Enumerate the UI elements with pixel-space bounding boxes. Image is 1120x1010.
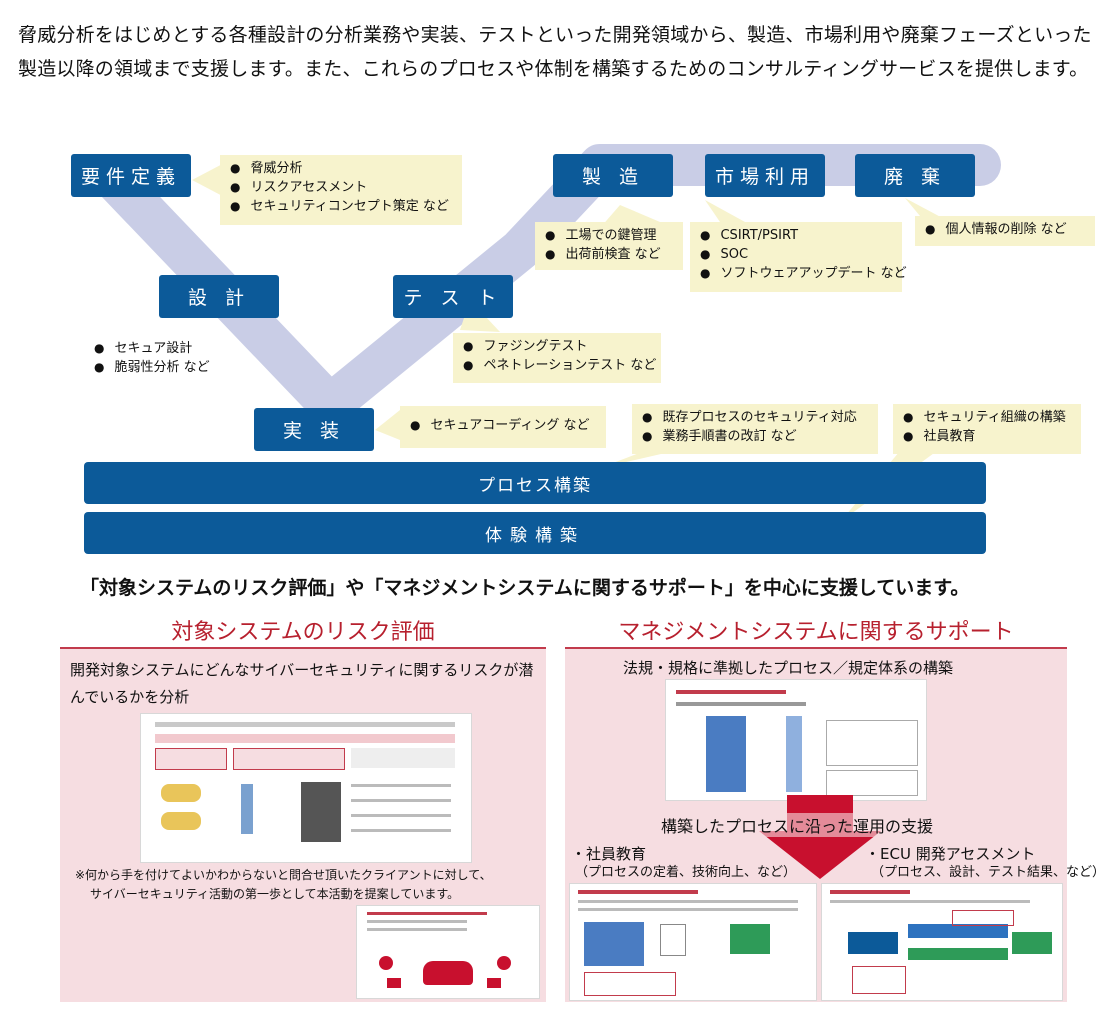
left-panel: 開発対象システムにどんなサイバーセキュリティに関するリスクが潜んでいるかを分析 … <box>60 647 546 1002</box>
note-item: CSIRT/PSIRT <box>700 226 892 245</box>
presentation-icon <box>730 924 770 954</box>
right-panel-arrow-label: 構築したプロセスに沿った運用の支援 <box>661 813 934 837</box>
right-panel-title: マネジメントシステムに関するサポート <box>618 620 1014 645</box>
car-icon <box>423 961 473 985</box>
note-item: セキュリティコンセプト策定 など <box>230 197 452 216</box>
callout-tail-market <box>705 200 745 222</box>
headline: 「対象システムのリスク評価」や「マネジメントシステムに関するサポート」を中心に支… <box>80 577 970 599</box>
note-item: 業務手順書の改訂 など <box>642 427 868 446</box>
note-item: SOC <box>700 245 892 264</box>
right-right-sub-detail: （プロセス、設計、テスト結果、など） <box>871 865 1106 880</box>
left-panel-footnote-2: サイバーセキュリティ活動の第一歩として本活動を提案しています。 <box>90 887 460 901</box>
note-item: セキュアコーディング など <box>410 416 596 435</box>
note-disposal: 個人情報の削除 など <box>915 216 1095 246</box>
note-organization: セキュリティ組織の構築 社員教育 <box>893 404 1081 454</box>
note-item: 既存プロセスのセキュリティ対応 <box>642 408 868 427</box>
right-left-sub-detail: （プロセスの定着、技術向上、など） <box>575 865 797 880</box>
education-thumbnail <box>569 883 817 1001</box>
document-icon <box>660 924 686 956</box>
phase-requirements: 要件定義 <box>71 154 191 197</box>
tara-document-thumbnail <box>140 713 472 863</box>
note-item: 脅威分析 <box>230 159 452 178</box>
note-item: 個人情報の削除 など <box>925 220 1085 239</box>
car-icon <box>161 784 201 802</box>
callout-tail-implementation <box>375 410 400 440</box>
left-panel-description: 開発対象システムにどんなサイバーセキュリティに関するリスクが潜んでいるかを分析 <box>70 661 534 706</box>
phase-market: 市場利用 <box>705 154 825 197</box>
note-item: 社員教育 <box>903 427 1071 446</box>
note-item: 工場での鍵管理 <box>545 226 673 245</box>
note-test: ファジングテスト ペネトレーションテスト など <box>453 333 661 383</box>
left-panel-title: 対象システムのリスク評価 <box>171 620 435 645</box>
phase-manufacturing: 製 造 <box>553 154 673 197</box>
phase-implementation: 実 装 <box>254 408 374 451</box>
note-item: ファジングテスト <box>463 337 651 356</box>
note-requirements: 脅威分析 リスクアセスメント セキュリティコンセプト策定 など <box>220 155 462 225</box>
intro-text: 脅威分析をはじめとする各種設計の分析業務や実装、テストといった開発領域から、製造… <box>18 24 1092 80</box>
note-item: リスクアセスメント <box>230 178 452 197</box>
note-manufacturing: 工場での鍵管理 出荷前検査 など <box>535 222 683 270</box>
note-item: 出荷前検査 など <box>545 245 673 264</box>
phase-test: テ ス ト <box>393 275 513 318</box>
note-implementation: セキュアコーディング など <box>400 406 606 448</box>
phase-design: 設 計 <box>159 275 279 318</box>
right-panel-top-label: 法規・規格に準拠したプロセス／規定体系の構築 <box>623 659 954 677</box>
bar-organization: 体験構築 <box>84 512 986 554</box>
car-icon <box>161 812 201 830</box>
right-right-sub-title: ・ECU 開発アセスメント <box>865 845 1036 863</box>
note-item: セキュリティ組織の構築 <box>903 408 1071 427</box>
right-panel: 法規・規格に準拠したプロセス／規定体系の構築 構築したプロセスに沿った運用の支援… <box>565 647 1105 1002</box>
note-process: 既存プロセスのセキュリティ対応 業務手順書の改訂 など <box>632 404 878 454</box>
assessment-thumbnail <box>821 883 1063 1001</box>
threat-illustration-thumbnail <box>356 905 540 999</box>
phase-disposal: 廃 棄 <box>855 154 975 197</box>
isms-document-thumbnail <box>665 679 927 801</box>
left-panel-footnote-1: ※何から手を付けてよいかわからないと問合せ頂いたクライアントに対して、 <box>75 868 492 882</box>
note-design: セキュア設計 脆弱性分析 など <box>84 335 234 381</box>
note-item: ペネトレーションテスト など <box>463 356 656 375</box>
note-item: ソフトウェアアップデート など <box>700 264 906 283</box>
right-left-sub-title: ・社員教育 <box>571 845 647 863</box>
note-item: セキュア設計 <box>94 339 224 358</box>
note-item: 脆弱性分析 など <box>94 358 224 377</box>
note-market: CSIRT/PSIRT SOC ソフトウェアアップデート など <box>690 222 907 292</box>
bar-process: プロセス構築 <box>84 462 986 504</box>
